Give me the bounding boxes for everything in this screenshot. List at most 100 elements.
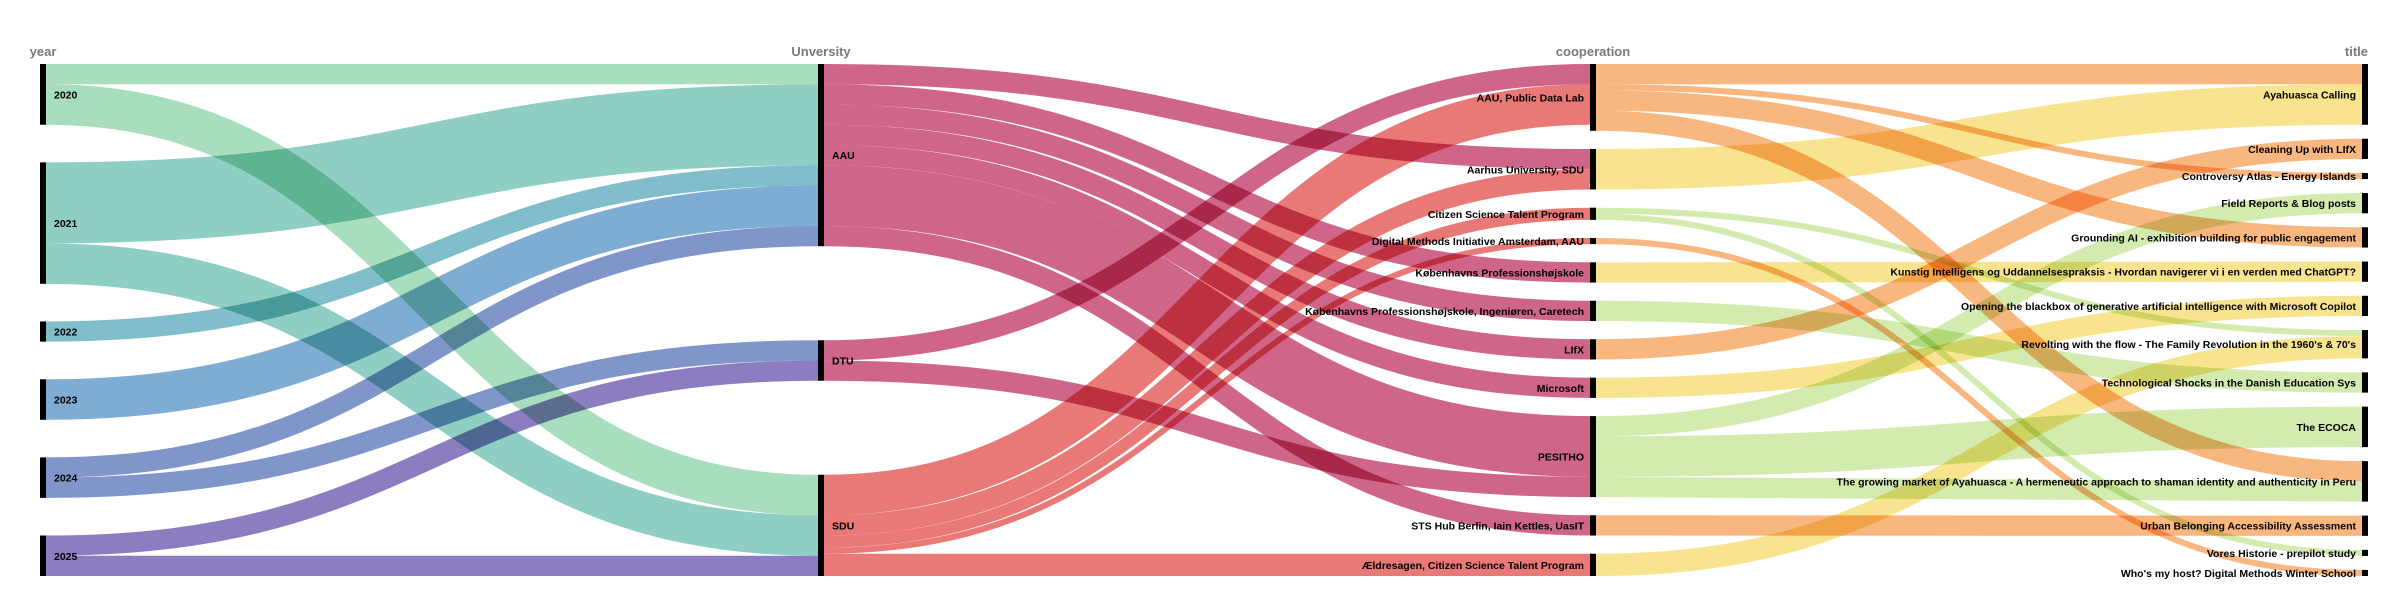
label-title-grounding-ai-exhibition-building-for-public-engagement: Grounding AI - exhibition building for p… [2071,232,2356,244]
axis-title-university: Unversity [791,44,851,59]
link-aau-public-data-lab-to-the-growing-market-of-ayahuasca-a-hermeneutic-approach-to-shaman-identity-and-authenticity-in-peru [1595,110,2363,482]
label-title-controversy-atlas-energy-islands: Controversy Atlas - Energy Islands [2182,171,2356,183]
node-cooperation-ldresagen-citizen-science-talent-program [1590,553,1596,576]
label-cooperation-pesitho: PESITHO [1538,452,1584,464]
link-aau-to-lifx [823,124,1591,360]
axis-title-title: title [2345,44,2368,59]
label-title-opening-the-blackbox-of-generative-artificial-intelligence-with-microsoft-copilot: Opening the blackbox of generative artif… [1961,301,2356,313]
node-title-ayahuasca-calling [2362,64,2368,125]
label-cooperation-citizen-science-talent-program: Citizen Science Talent Program [1428,209,1584,221]
label-title-cleaning-up-with-lifx: Cleaning Up with LIfX [2248,144,2356,156]
node-title-kunstig-intelligens-og-uddannelsespraksis-hvordan-navigerer-vi-i-en-verden-med-chatgpt [2362,261,2368,282]
link-pesitho-to-the-growing-market-of-ayahuasca-a-hermeneutic-approach-to-shaman-identity-and-authenticity-in-peru [1595,476,2363,502]
node-year-2021 [40,162,46,284]
link-digital-methods-initiative-amsterdam-aau-to-who-s-my-host-digital-methods-winter-school [1595,238,2363,576]
label-cooperation-microsoft: Microsoft [1537,383,1585,395]
node-year-2025 [40,535,46,576]
node-year-2023 [40,379,46,420]
node-title-controversy-atlas-energy-islands [2362,172,2368,180]
label-university-sdu: SDU [832,520,854,532]
link-2024-to-aau [45,225,819,478]
label-title-ayahuasca-calling: Ayahuasca Calling [2263,89,2356,101]
link-2020-to-sdu [45,84,819,516]
node-year-2022 [40,321,46,342]
node-title-who-s-my-host-digital-methods-winter-school [2362,569,2368,576]
label-title-technological-shocks-in-the-danish-education-sys: Technological Shocks in the Danish Educa… [2102,378,2356,390]
node-title-urban-belonging-accessibility-assessment [2362,515,2368,536]
node-title-revolting-with-the-flow-the-family-revolution-in-the-1960-s-70-s [2362,330,2368,359]
label-university-aau: AAU [832,150,855,162]
label-cooperation-aau-public-data-lab: AAU, Public Data Lab [1477,92,1584,104]
label-university-dtu: DTU [832,355,854,367]
label-cooperation-k-benhavns-professionsh-jskole: Københavns Professionshøjskole [1415,267,1584,279]
node-cooperation-microsoft [1590,377,1596,398]
link-aau-to-k-benhavns-professionsh-jskole [823,84,1591,283]
link-aau-public-data-lab-to-controversy-atlas-energy-islands [1595,84,2363,180]
link-citizen-science-talent-program-to-vores-historie-prepilot-study [1595,213,2363,556]
label-cooperation-ldresagen-citizen-science-talent-program: Ældresagen, Citizen Science Talent Progr… [1362,560,1584,572]
link-pesitho-to-field-reports-blog-posts [1595,193,2363,437]
label-title-kunstig-intelligens-og-uddannelsespraksis-hvordan-navigerer-vi-i-en-verden-med-chatgpt: Kunstig Intelligens og Uddannelsespraksi… [1890,267,2356,279]
node-cooperation-aarhus-university-sdu [1590,149,1596,190]
node-title-opening-the-blackbox-of-generative-artificial-intelligence-with-microsoft-copilot [2362,295,2368,317]
label-year-2023: 2023 [54,395,78,407]
link-2021-to-aau [45,84,819,244]
label-year-2020: 2020 [54,89,78,101]
label-year-2025: 2025 [54,551,78,563]
label-cooperation-digital-methods-initiative-amsterdam-aau: Digital Methods Initiative Amsterdam, AA… [1372,236,1584,248]
link-dtu-to-pesitho [823,360,1591,498]
node-cooperation-digital-methods-initiative-amsterdam-aau [1590,238,1596,245]
link-aau-to-k-benhavns-professionsh-jskole-ingeni-ren-caretech [823,104,1591,322]
link-lifx-to-cleaning-up-with-lifx [1595,138,2363,360]
nodes-layer [40,64,2368,576]
label-cooperation-aarhus-university-sdu: Aarhus University, SDU [1467,164,1584,176]
node-title-the-growing-market-of-ayahuasca-a-hermeneutic-approach-to-shaman-identity-and-authenticity-in-peru [2362,461,2368,502]
link-aarhus-university-sdu-to-ayahuasca-calling [1595,84,2363,190]
node-cooperation-sts-hub-berlin-iain-kettles-uasit [1590,515,1596,536]
link-aau-to-sts-hub-berlin-iain-kettles-uasit [823,225,1591,536]
label-year-2021: 2021 [54,218,78,230]
node-university-sdu [818,474,824,576]
label-title-field-reports-blog-posts: Field Reports & Blog posts [2221,198,2356,210]
link-2021-to-sdu [45,243,819,556]
label-title-the-growing-market-of-ayahuasca-a-hermeneutic-approach-to-shaman-identity-and-authenticity-in-peru: The growing market of Ayahuasca - A herm… [1837,476,2356,488]
node-title-grounding-ai-exhibition-building-for-public-engagement [2362,227,2368,248]
link-2022-to-aau [45,165,819,342]
node-university-aau [818,64,824,247]
node-cooperation-pesitho [1590,416,1596,498]
label-cooperation-lifx: LIfX [1564,344,1584,356]
label-title-vores-historie-prepilot-study: Vores Historie - prepilot study [2207,548,2356,560]
link-k-benhavns-professionsh-jskole-ingeni-ren-caretech-to-technological-shocks-in-the-danish-education-sys [1595,300,2363,393]
link-aau-to-pesitho [823,165,1591,477]
label-year-2022: 2022 [54,327,78,339]
label-title-the-ecoca: The ECOCA [2296,422,2356,434]
labels-layer: 2020 2021 2022 2023 2024 2025 AAU DTU SDU AAU, Pu… [54,89,2357,580]
node-cooperation-k-benhavns-professionsh-jskole [1590,262,1596,283]
node-title-the-ecoca [2362,406,2368,448]
link-aau-to-microsoft [823,144,1591,398]
node-title-vores-historie-prepilot-study [2362,549,2368,556]
label-title-revolting-with-the-flow-the-family-revolution-in-the-1960-s-70-s: Revolting with the flow - The Family Rev… [2021,339,2356,351]
label-cooperation-k-benhavns-professionsh-jskole-ingeni-ren-caretech: Københavns Professionshøjskole, Ingeniør… [1305,306,1584,318]
node-cooperation-k-benhavns-professionsh-jskole-ingeni-ren-caretech [1590,300,1596,322]
node-cooperation-citizen-science-talent-program [1590,207,1596,220]
link-citizen-science-talent-program-to-revolting-with-the-flow-the-family-revolution-in-the-1960-s-70-s [1595,207,2363,337]
node-year-2020 [40,64,46,125]
label-year-2024: 2024 [54,473,78,485]
link-aau-public-data-lab-to-grounding-ai-exhibition-building-for-public-engagement [1595,90,2363,248]
link-aau-to-aarhus-university-sdu [823,64,1591,170]
axis-title-cooperation: cooperation [1556,44,1630,59]
link-2025-to-dtu [45,360,819,556]
node-title-cleaning-up-with-lifx [2362,138,2368,159]
label-title-urban-belonging-accessibility-assessment: Urban Belonging Accessibility Assessment [2140,521,2356,533]
axis-titles-layer: year Unversity cooperation title [30,44,2368,59]
axis-title-year: year [30,44,57,59]
node-cooperation-lifx [1590,339,1596,360]
node-university-dtu [818,340,824,381]
label-cooperation-sts-hub-berlin-iain-kettles-uasit: STS Hub Berlin, Iain Kettles, UasIT [1411,520,1584,532]
node-title-field-reports-blog-posts [2362,193,2368,214]
label-title-who-s-my-host-digital-methods-winter-school: Who's my host? Digital Methods Winter Sc… [2121,568,2356,580]
node-cooperation-aau-public-data-lab [1590,64,1596,131]
node-title-technological-shocks-in-the-danish-education-sys [2362,372,2368,393]
link-pesitho-to-the-ecoca [1595,406,2363,477]
